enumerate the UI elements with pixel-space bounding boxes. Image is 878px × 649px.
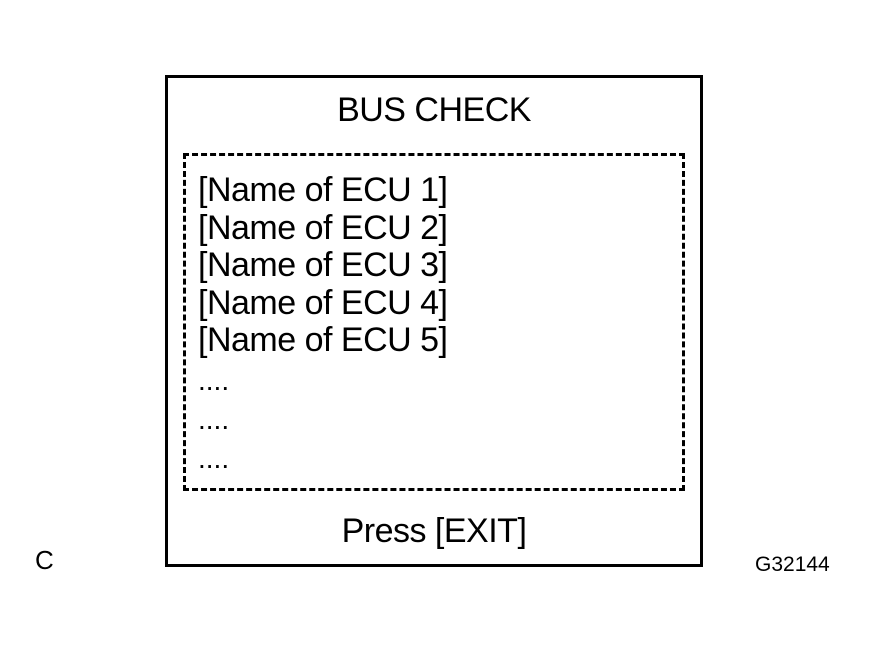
ecu-list-item: [Name of ECU 3] [198,246,448,284]
continuation-dots: .... [198,404,230,435]
continuation-dots: .... [198,365,230,396]
tester-screen: BUS CHECK [Name of ECU 1] [Name of ECU 2… [165,75,703,567]
figure-code: G32144 [755,553,830,576]
ecu-list: [Name of ECU 1] [Name of ECU 2] [Name of… [198,171,448,360]
ecu-list-item: [Name of ECU 1] [198,171,448,209]
exit-prompt: Press [EXIT] [341,512,527,550]
corner-label: C [35,545,54,575]
ecu-list-item: [Name of ECU 5] [198,321,448,359]
ecu-list-item: [Name of ECU 2] [198,208,448,247]
continuation-dots: .... [198,443,230,474]
screen-title: BUS CHECK [337,91,531,129]
ecu-list-continuation: .... .... .... [198,361,229,478]
ecu-list-area: [Name of ECU 1] [Name of ECU 2] [Name of… [183,153,685,491]
ecu-list-item: [Name of ECU 4] [198,283,448,322]
